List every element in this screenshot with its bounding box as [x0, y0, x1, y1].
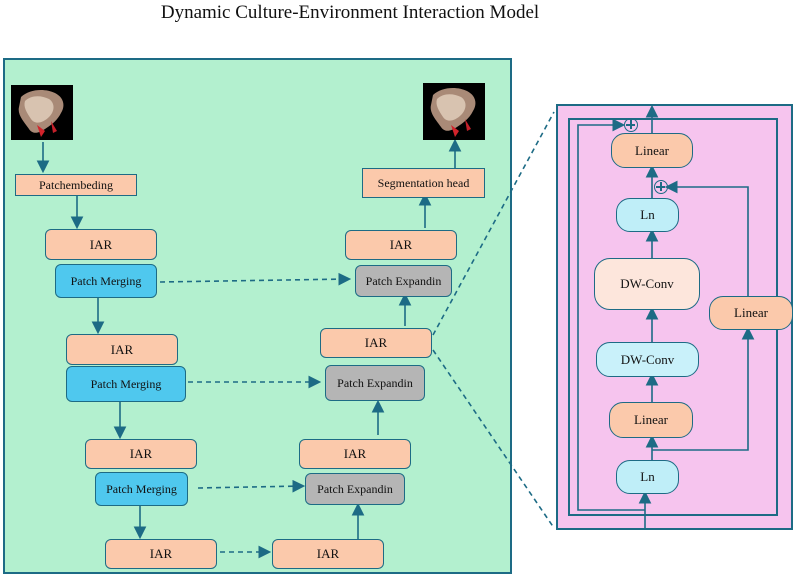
iar-dwconv-top: DW-Conv	[594, 258, 700, 310]
iar-dwconv-bottom: DW-Conv	[596, 342, 699, 377]
iar-linear-side: Linear	[709, 296, 793, 330]
iar-linear-mid: Linear	[609, 402, 693, 438]
diagram-title: Dynamic Culture-Environment Interaction …	[160, 2, 540, 23]
encoder-iar-2: IAR	[66, 334, 178, 365]
segmentation-image-icon	[423, 83, 485, 140]
segmentation-head-box: Segmentation head	[362, 168, 485, 198]
patch-expanding-3: Patch Expandin	[305, 473, 405, 505]
encoder-iar-bottom: IAR	[105, 539, 217, 569]
decoder-iar-bottom: IAR	[272, 539, 384, 569]
plus-circle-icon	[654, 180, 668, 194]
plus-circle-icon	[624, 118, 638, 132]
decoder-iar-1: IAR	[345, 230, 457, 260]
patch-expanding-1: Patch Expandin	[355, 265, 452, 297]
encoder-iar-3: IAR	[85, 439, 197, 469]
iar-ln-top: Ln	[616, 198, 679, 232]
decoder-iar-3: IAR	[299, 439, 411, 469]
iar-ln-bottom: Ln	[616, 460, 679, 494]
iar-linear-top: Linear	[611, 133, 693, 168]
microscopy-image-icon	[11, 85, 73, 140]
decoder-iar-2: IAR	[320, 328, 432, 358]
patch-expanding-2: Patch Expandin	[325, 365, 425, 401]
encoder-iar-1: IAR	[45, 229, 157, 260]
unet-panel	[3, 58, 512, 574]
patch-merging-1: Patch Merging	[55, 264, 157, 298]
patch-merging-2: Patch Merging	[66, 366, 186, 402]
patch-merging-3: Patch Merging	[95, 472, 188, 506]
patch-embedding-box: Patchembeding	[15, 174, 137, 196]
